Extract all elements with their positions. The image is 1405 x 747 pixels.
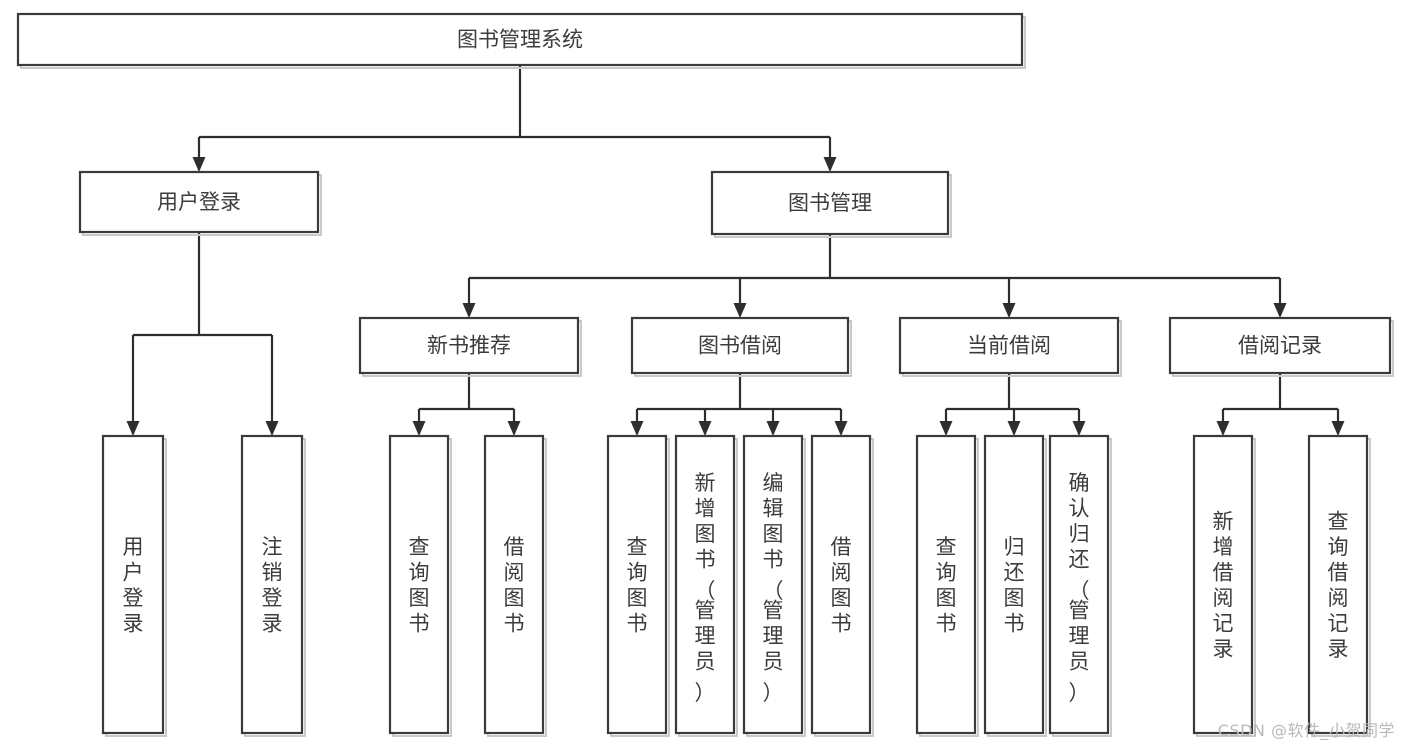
node-box[interactable] (1192, 434, 1254, 735)
node-leaf-query-book-cb[interactable]: 查询图书 (915, 434, 979, 737)
node-label: 查询图书 (409, 535, 430, 636)
node-label: 确认归还（管理员） (1069, 471, 1090, 705)
arrow-head (630, 421, 644, 436)
node-box[interactable] (16, 12, 1024, 67)
node-leaf-query-book-rec[interactable]: 查询图书 (388, 434, 452, 737)
node-label: 新增图书（管理员） (695, 471, 716, 705)
node-label: 查询借阅记录 (1328, 509, 1349, 661)
node-box[interactable] (710, 170, 950, 236)
node-leaf-user-logout[interactable]: 注销登录 (240, 434, 306, 737)
node-box[interactable] (983, 434, 1045, 735)
node-leaf-user-login[interactable]: 用户登录 (101, 434, 167, 737)
node-leaf-return-book[interactable]: 归还图书 (983, 434, 1047, 737)
arrow-head (1072, 421, 1086, 436)
node-box[interactable] (742, 434, 804, 735)
node-leaf-add-book[interactable]: 新增图书（管理员） (674, 434, 738, 737)
node-box[interactable] (674, 434, 736, 735)
arrow-head (834, 421, 848, 436)
arrow-head (766, 421, 780, 436)
node-label: 图书借阅 (698, 334, 782, 358)
node-book-manage[interactable]: 图书管理 (710, 170, 952, 238)
node-label: 查询图书 (627, 535, 648, 636)
node-label: 注销登录 (262, 535, 283, 636)
node-leaf-borrow-book-bb[interactable]: 借阅图书 (810, 434, 874, 737)
node-current-borrow[interactable]: 当前借阅 (898, 316, 1122, 377)
node-label: 图书管理 (788, 191, 872, 215)
node-label: 借阅图书 (504, 535, 525, 636)
node-box[interactable] (101, 434, 165, 735)
arrow-head (823, 157, 837, 172)
node-label: 借阅记录 (1238, 334, 1322, 358)
node-borrow-record[interactable]: 借阅记录 (1168, 316, 1394, 377)
arrow-head (462, 303, 476, 318)
node-root[interactable]: 图书管理系统 (16, 12, 1026, 69)
node-box[interactable] (1307, 434, 1369, 735)
node-box[interactable] (1048, 434, 1110, 735)
arrow-head (192, 157, 206, 172)
node-label: 借阅图书 (831, 535, 852, 636)
connectors-layer (126, 65, 1345, 436)
node-label: 新增借阅记录 (1213, 509, 1234, 661)
node-label: 编辑图书（管理员） (763, 471, 784, 705)
nodes-layer: 图书管理系统用户登录图书管理新书推荐图书借阅当前借阅借阅记录用户登录注销登录查询… (16, 12, 1394, 737)
node-box[interactable] (898, 316, 1120, 375)
node-box[interactable] (388, 434, 450, 735)
node-label: 新书推荐 (427, 334, 511, 358)
node-box[interactable] (483, 434, 545, 735)
node-new-book-rec[interactable]: 新书推荐 (358, 316, 582, 377)
arrow-head (1002, 303, 1016, 318)
node-label: 查询图书 (936, 535, 957, 636)
node-leaf-edit-book[interactable]: 编辑图书（管理员） (742, 434, 806, 737)
node-user-login[interactable]: 用户登录 (78, 170, 322, 236)
node-book-borrow[interactable]: 图书借阅 (630, 316, 852, 377)
node-box[interactable] (358, 316, 580, 375)
node-box[interactable] (240, 434, 304, 735)
node-box[interactable] (78, 170, 320, 234)
node-label: 用户登录 (157, 190, 241, 214)
node-leaf-confirm-return[interactable]: 确认归还（管理员） (1048, 434, 1112, 737)
node-leaf-add-record[interactable]: 新增借阅记录 (1192, 434, 1256, 737)
arrow-head (265, 421, 279, 436)
arrow-head (1007, 421, 1021, 436)
arrow-head (1331, 421, 1345, 436)
node-box[interactable] (915, 434, 977, 735)
node-label: 用户登录 (123, 535, 144, 636)
arrow-head (1273, 303, 1287, 318)
node-box[interactable] (630, 316, 850, 375)
node-box[interactable] (810, 434, 872, 735)
arrow-head (698, 421, 712, 436)
arrow-head (1216, 421, 1230, 436)
node-box[interactable] (606, 434, 668, 735)
node-box[interactable] (1168, 316, 1392, 375)
node-leaf-borrow-book-rec[interactable]: 借阅图书 (483, 434, 547, 737)
arrow-head (733, 303, 747, 318)
node-leaf-query-book-bb[interactable]: 查询图书 (606, 434, 670, 737)
arrow-head (939, 421, 953, 436)
arrow-head (507, 421, 521, 436)
node-label: 图书管理系统 (457, 28, 583, 52)
node-leaf-query-record[interactable]: 查询借阅记录 (1307, 434, 1371, 737)
node-label: 归还图书 (1004, 535, 1025, 636)
arrow-head (126, 421, 140, 436)
node-label: 当前借阅 (967, 334, 1051, 358)
arrow-head (412, 421, 426, 436)
